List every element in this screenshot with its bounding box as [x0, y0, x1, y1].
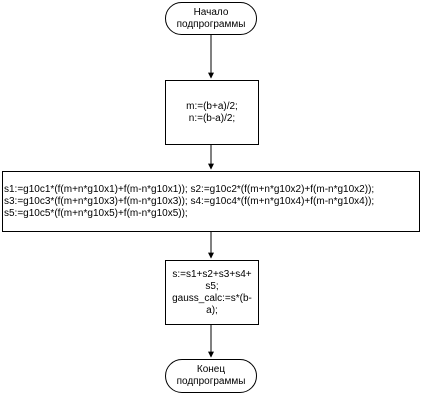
start-label: Начало подпрограммы [176, 6, 246, 30]
process-result-label: s:=s1+s2+s3+s4+ s5; gauss_calc:=s*(b- a)… [172, 268, 252, 316]
end-label: Конец подпрограммы [176, 364, 246, 387]
end-terminal: Конец подпрограммы [165, 359, 257, 393]
start-terminal: Начало подпрограммы [165, 2, 257, 35]
process-box-midpoint: m:=(b+a)/2; n:=(b-a)/2; [165, 80, 259, 145]
process-box-sums: s1:=g10c1*(f(m+n*g10x1)+f(m-n*g10x1)); s… [2, 171, 420, 232]
process-sums-label: s1:=g10c1*(f(m+n*g10x1)+f(m-n*g10x1)); s… [4, 183, 375, 219]
process-midpoint-label: m:=(b+a)/2; n:=(b-a)/2; [186, 100, 238, 124]
process-box-result: s:=s1+s2+s3+s4+ s5; gauss_calc:=s*(b- a)… [165, 260, 259, 325]
